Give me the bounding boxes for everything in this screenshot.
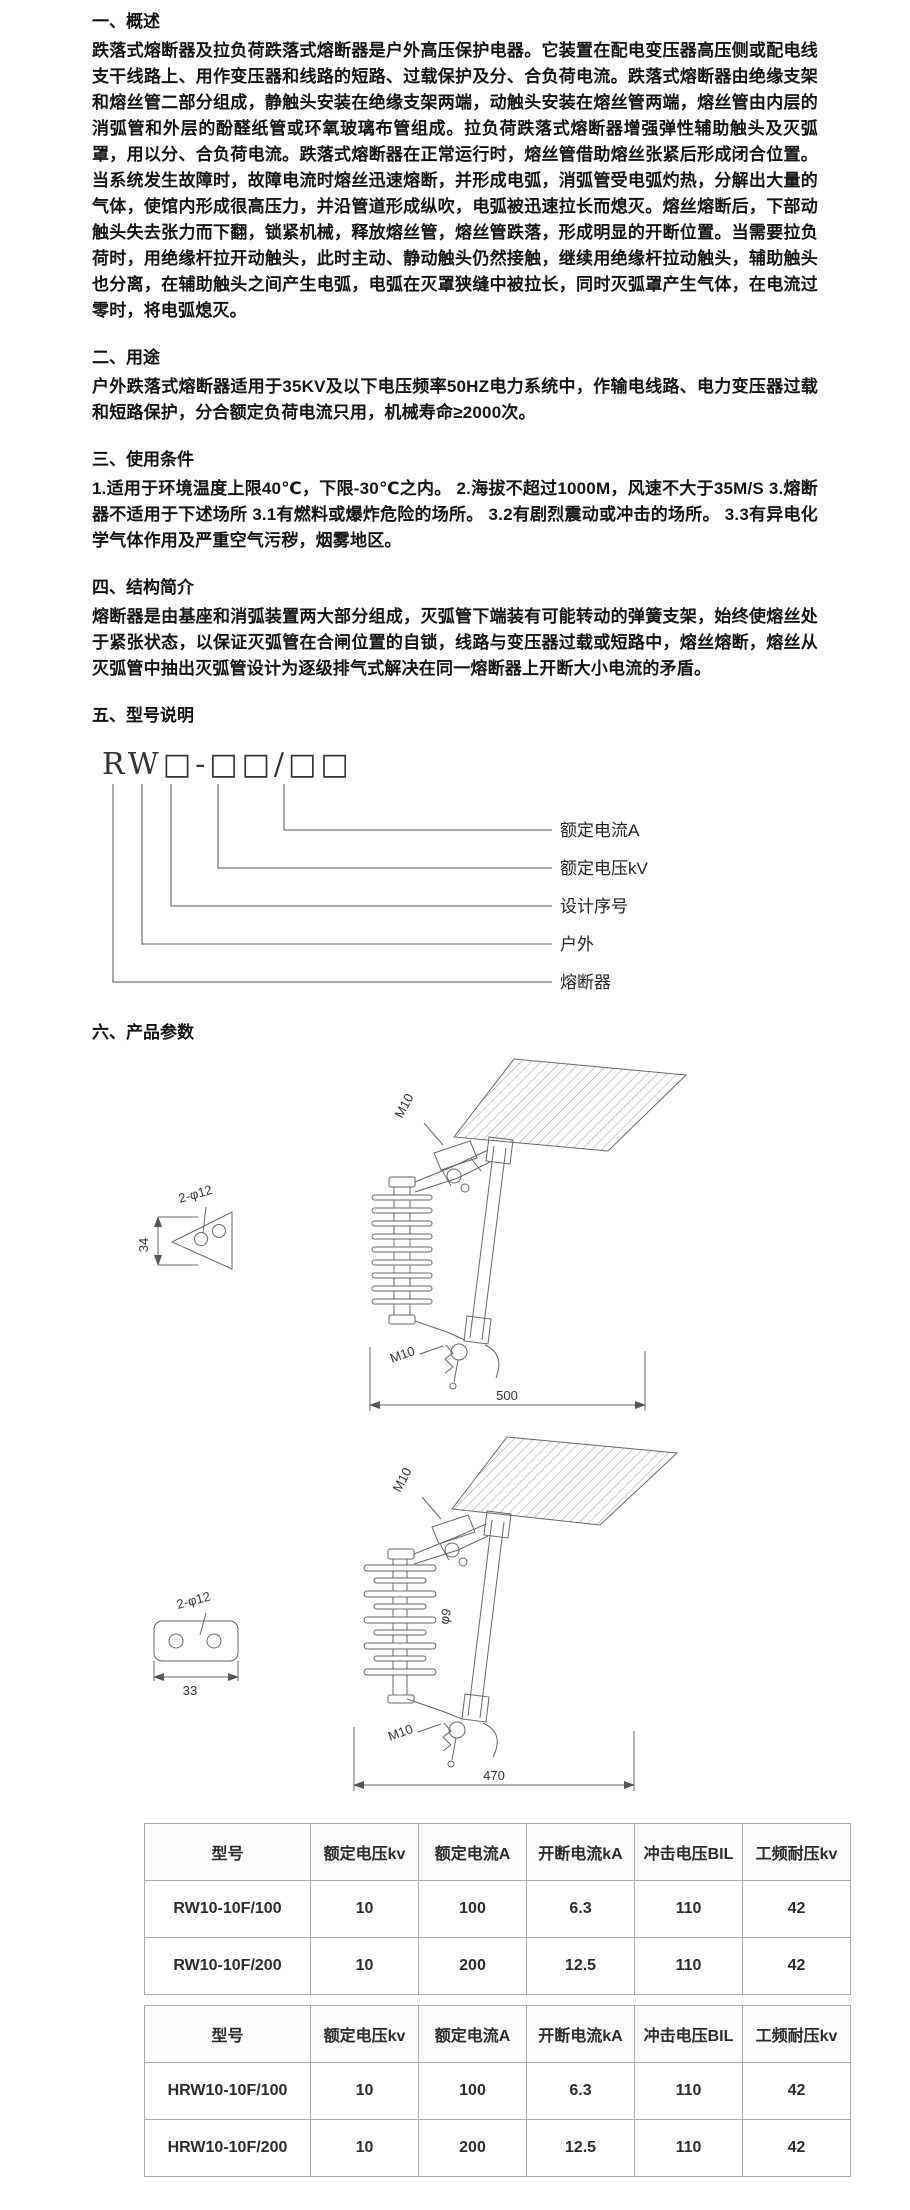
column-header-rated-current: 额定电流A (418, 1823, 527, 1881)
column-header-rated-voltage: 额定电压kv (310, 2005, 419, 2063)
column-header-power-freq-withstand: 工频耐压kv (742, 1823, 851, 1881)
section-title-usage: 二、用途 (92, 348, 160, 367)
table-cell: 110 (634, 1880, 743, 1938)
bolt-label-top: M10 (391, 1091, 416, 1120)
contact-links (414, 1149, 491, 1341)
section-body-structure: 熔断器是由基座和消弧装置两大部分组成，灭弧管下端装有可能转动的弹簧支架，始终使熔… (92, 607, 818, 678)
drawing2-labels: 470 2-φ12 33 M10 M10 φ9 (175, 1465, 505, 1783)
parameters-table-hrw10: 型号 额定电压kv 额定电流A 开断电流kA 冲击电压BIL 工频耐压kv HR… (144, 2005, 851, 2177)
section-title-params: 六、产品参数 (92, 1023, 194, 1042)
table-row: RW10-10F/200 10 200 12.5 110 42 (144, 1937, 851, 1995)
table-cell: 110 (634, 2119, 743, 2177)
column-header-impulse-voltage: 冲击电压BIL (634, 1823, 743, 1881)
table-cell: 200 (418, 2119, 527, 2177)
section-model: 五、型号说明 RW□-□□/□□ 额定电流A 额定电压kV 设计序号 户外 熔断… (92, 704, 818, 999)
holes-label: 2-φ12 (175, 1588, 212, 1611)
dimension-overall-width (369, 1347, 646, 1411)
table-cell: 100 (418, 1880, 527, 1938)
table-row: HRW10-10F/100 10 100 6.3 110 42 (144, 2062, 851, 2120)
dimension-label-overall: 500 (496, 1388, 518, 1403)
dimension-overall-width (353, 1727, 635, 1791)
fuse-tube (461, 1510, 512, 1723)
parameter-tables: 型号 额定电压kv 额定电流A 开断电流kA 冲击电压BIL 工频耐压kv RW… (92, 1823, 851, 2177)
table-cell: 42 (742, 1880, 851, 1938)
table-cell: 200 (418, 1937, 527, 1995)
model-label-rated-current: 额定电流A (560, 821, 640, 840)
contact-links (406, 1523, 489, 1720)
model-cell: RW10-10F/100 (144, 1880, 311, 1938)
column-header-rated-voltage: 额定电压kv (310, 1823, 419, 1881)
technical-drawing-polymer-fuse: 470 2-φ12 33 M10 M10 φ9 (153, 1436, 679, 1791)
dimension-label-overall: 470 (483, 1768, 505, 1783)
column-header-breaking-current: 开断电流kA (526, 1823, 635, 1881)
mounting-plate-detail (153, 1612, 239, 1681)
model-designation-diagram: RW□-□□/□□ 额定电流A 额定电压kV 设计序号 户外 熔断器 (102, 747, 648, 992)
table-header-row: 型号 额定电压kv 额定电流A 开断电流kA 冲击电压BIL 工频耐压kv (144, 1823, 851, 1881)
section-title-structure: 四、结构简介 (92, 578, 194, 597)
table-cell: 12.5 (526, 2119, 635, 2177)
section-title-conditions: 三、使用条件 (92, 450, 194, 469)
technical-drawing-porcelain-fuse: 500 2-φ12 34 M10 M10 (136, 1058, 688, 1411)
model-cell: RW10-10F/200 (144, 1937, 311, 1995)
bolt-label-top: M10 (389, 1465, 414, 1494)
table-cell: 110 (634, 1937, 743, 1995)
column-header-impulse-voltage: 冲击电压BIL (634, 2005, 743, 2063)
table-row: HRW10-10F/200 10 200 12.5 110 42 (144, 2119, 851, 2177)
table-cell: 12.5 (526, 1937, 635, 1995)
bolt-label-bottom: M10 (388, 1343, 417, 1366)
model-connector-lines (112, 784, 552, 983)
section-title-overview: 一、概述 (92, 12, 160, 31)
section-overview: 一、概述 跌落式熔断器及拉负荷跌落式熔断器是户外高压保护电器。它装置在配电变压器… (92, 10, 818, 324)
crossarm-hatch (451, 1436, 679, 1526)
section-params: 六、产品参数 (92, 1021, 851, 2177)
parameters-table-rw10: 型号 额定电压kv 额定电流A 开断电流kA 冲击电压BIL 工频耐压kv RW… (144, 1823, 851, 1995)
column-header-model: 型号 (144, 2005, 311, 2063)
model-label-outdoor: 户外 (560, 935, 594, 954)
model-cell: HRW10-10F/200 (144, 2119, 311, 2177)
table-header-row: 型号 额定电压kv 额定电流A 开断电流kA 冲击电压BIL 工频耐压kv (144, 2005, 851, 2063)
plate-dimension-label: 33 (183, 1683, 197, 1698)
holes-label: 2-φ12 (177, 1182, 214, 1206)
table-cell: 6.3 (526, 2062, 635, 2120)
table-cell: 100 (418, 2062, 527, 2120)
lower-contact-assembly (417, 1721, 498, 1768)
section-body-overview: 跌落式熔断器及拉负荷跌落式熔断器是户外高压保护电器。它装置在配电变压器高压侧或配… (92, 41, 818, 320)
table-cell: 10 (310, 2119, 419, 2177)
lower-contact-assembly (419, 1343, 500, 1390)
table-cell: 110 (634, 2062, 743, 2120)
table-cell: 42 (742, 2062, 851, 2120)
section-conditions: 三、使用条件 1.适用于环境温度上限40℃，下限-30℃之内。 2.海拔不超过1… (92, 448, 818, 554)
table-cell: 42 (742, 2119, 851, 2177)
table-cell: 10 (310, 2062, 419, 2120)
model-label-rated-voltage: 额定电压kV (560, 859, 648, 878)
crossarm-hatch (453, 1058, 688, 1152)
table-row: RW10-10F/100 10 100 6.3 110 42 (144, 1880, 851, 1938)
section-body-usage: 户外跌落式熔断器适用于35KV及以下电压频率50HZ电力系统中，作输电线路、电力… (92, 377, 818, 422)
section-usage: 二、用途 户外跌落式熔断器适用于35KV及以下电压频率50HZ电力系统中，作输电… (92, 346, 818, 426)
drawing1-linework (154, 1058, 688, 1411)
bolt-label-bottom: M10 (386, 1721, 415, 1744)
porcelain-insulator (371, 1176, 433, 1325)
column-header-rated-current: 额定电流A (418, 2005, 527, 2063)
model-label-design-series: 设计序号 (560, 897, 628, 916)
table-cell: 42 (742, 1937, 851, 1995)
plate-dimension-label: 34 (136, 1238, 151, 1252)
section-body-conditions: 1.适用于环境温度上限40℃，下限-30℃之内。 2.海拔不超过1000M，风速… (92, 479, 818, 550)
tube-diameter-label: φ9 (436, 1607, 454, 1625)
polymer-insulator (363, 1548, 437, 1704)
model-cell: HRW10-10F/100 (144, 2062, 311, 2120)
fuse-tube (463, 1136, 514, 1345)
model-label-fuse: 熔断器 (560, 973, 611, 992)
section-title-model: 五、型号说明 (92, 706, 194, 725)
model-code: RW□-□□/□□ (102, 747, 353, 782)
column-header-model: 型号 (144, 1823, 311, 1881)
table-cell: 10 (310, 1937, 419, 1995)
section-structure: 四、结构简介 熔断器是由基座和消弧装置两大部分组成，灭弧管下端装有可能转动的弹簧… (92, 576, 818, 682)
mounting-plate-detail (154, 1206, 233, 1270)
drawing2-linework (153, 1436, 679, 1791)
table-cell: 6.3 (526, 1880, 635, 1938)
column-header-breaking-current: 开断电流kA (526, 2005, 635, 2063)
table-cell: 10 (310, 1880, 419, 1938)
column-header-power-freq-withstand: 工频耐压kv (742, 2005, 851, 2063)
